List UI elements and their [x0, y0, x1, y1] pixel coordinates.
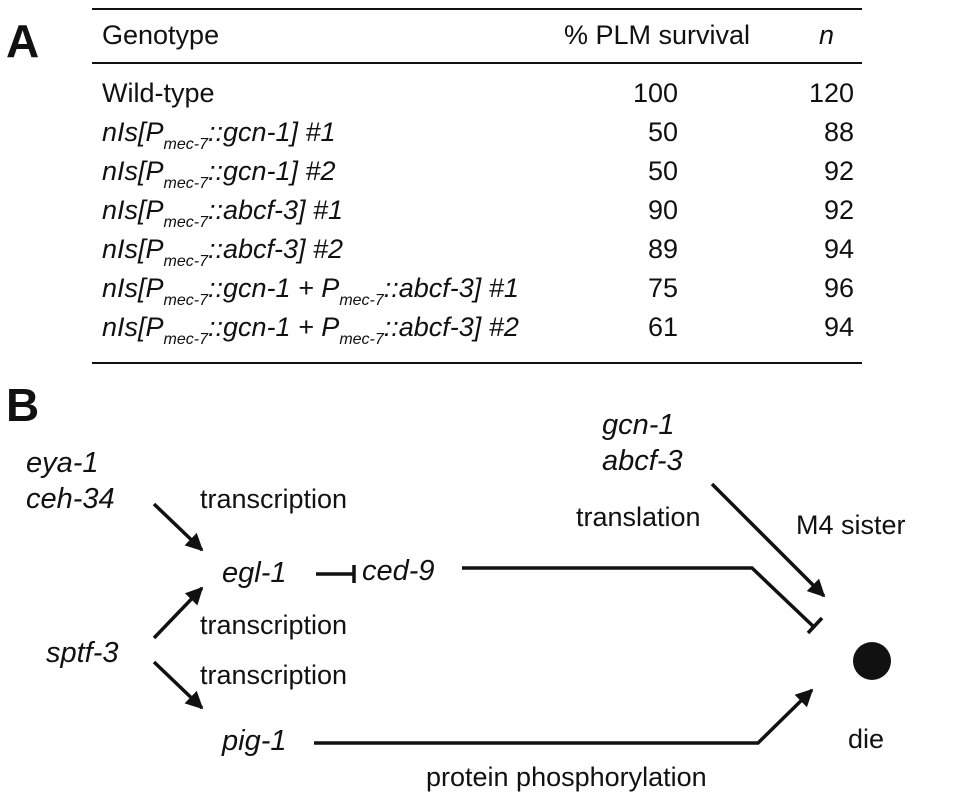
gene-abcf-3: abcf-3	[602, 445, 683, 477]
row-n: 94	[823, 234, 854, 264]
row-genotype: nIs[Pmec-7::abcf-3] #1	[102, 195, 344, 231]
table-bottom-rule	[92, 362, 862, 364]
label-m4-sister: M4 sister	[796, 510, 906, 540]
row-survival: 50	[647, 117, 678, 147]
panel-b-letter: B	[6, 379, 40, 431]
label-translation: translation	[576, 502, 701, 532]
row-survival: 75	[647, 273, 678, 303]
cell-dot	[853, 642, 891, 680]
panel-a-letter: A	[6, 15, 40, 67]
label-die: die	[848, 724, 885, 754]
row-genotype: nIs[Pmec-7::gcn-1 + Pmec-7::abcf-3] #1	[102, 273, 519, 309]
label-transcription-top: transcription	[200, 484, 348, 514]
arrow-translation-die	[710, 482, 826, 598]
inhibit-ced9-die	[462, 566, 817, 630]
row-n: 120	[808, 78, 854, 108]
row-genotype: nIs[Pmec-7::gcn-1 + Pmec-7::abcf-3] #2	[102, 312, 519, 348]
row-genotype: nIs[Pmec-7::gcn-1] #2	[102, 156, 336, 192]
row-survival: 89	[647, 234, 678, 264]
row-survival: 90	[647, 195, 678, 225]
pathway-arrows	[152, 482, 891, 745]
arrow-sptf-to-pig	[152, 660, 204, 710]
table-header-rule	[92, 62, 862, 64]
arrow-pig-die	[314, 688, 814, 745]
inhibit-ced9-die-bar	[806, 616, 824, 635]
gene-ceh-34: ceh-34	[26, 483, 115, 515]
gene-sptf-3: sptf-3	[46, 637, 119, 669]
row-n: 94	[823, 312, 854, 342]
header-survival: % PLM survival	[563, 20, 750, 50]
label-transcription-low: transcription	[200, 660, 348, 690]
gene-eya-1: eya-1	[26, 447, 99, 479]
row-survival: 100	[632, 78, 678, 108]
row-genotype: Wild-type	[102, 78, 215, 108]
arrow-eya-to-egl	[152, 502, 204, 552]
label-protein-phosphorylation: protein phosphorylation	[426, 762, 707, 792]
gene-ced-9: ced-9	[362, 555, 435, 587]
pathway-diagram: eya-1 ceh-34 sptf-3 egl-1 ced-9 pig-1 gc…	[0, 380, 956, 800]
arrow-sptf-to-egl	[152, 586, 204, 640]
gene-gcn-1: gcn-1	[602, 409, 675, 441]
row-n: 92	[823, 195, 854, 225]
row-n: 92	[823, 156, 854, 186]
plm-survival-table: Genotype % PLM survival n Wild-type 100 12…	[92, 8, 862, 366]
table-top-rule	[92, 8, 862, 10]
gene-egl-1: egl-1	[222, 557, 287, 589]
row-survival: 50	[647, 156, 678, 186]
row-n: 88	[823, 117, 854, 147]
row-survival: 61	[647, 312, 678, 342]
row-genotype: nIs[Pmec-7::gcn-1] #1	[102, 117, 336, 153]
header-genotype: Genotype	[102, 20, 220, 50]
row-n: 96	[823, 273, 854, 303]
gene-pig-1: pig-1	[222, 725, 287, 757]
row-genotype: nIs[Pmec-7::abcf-3] #2	[102, 234, 344, 270]
label-transcription-mid: transcription	[200, 610, 348, 640]
header-n: n	[818, 20, 834, 50]
